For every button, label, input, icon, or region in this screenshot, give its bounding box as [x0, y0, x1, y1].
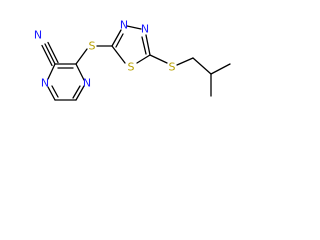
c5-s-isobutyl-bond: [149, 54, 168, 64]
s-isobutyl-ch2-bond: [176, 57, 194, 66]
nitrile-bond-3: [41, 44, 53, 67]
pyrazine-bond-n4-c5-inner: [72, 85, 81, 99]
thiadiazole-c2-n3: [111, 29, 122, 47]
pyrazine-bond-n1-c2: [47, 63, 56, 80]
bonds: [41, 25, 231, 101]
pyrazine-bond-n4-c5: [75, 85, 85, 101]
pyrazine-bond-c3-n4: [75, 63, 85, 81]
atom-labels: N N N S N N S S: [34, 19, 176, 90]
thiadiazole-nitrogen-1-label: N: [120, 19, 128, 32]
isobutyl-sulfur-label: S: [169, 61, 176, 74]
ch2-ch-bond: [192, 57, 212, 75]
molecule-structure: N N N S N N S S: [34, 19, 231, 101]
thiadiazole-sulfur-label: S: [128, 61, 135, 74]
thiadiazole-c2-n3-inner: [115, 33, 124, 48]
linker-sulfur-label: S: [89, 40, 96, 53]
thiadiazole-s1-c2: [111, 45, 126, 64]
nitrile-nitrogen-label: N: [34, 29, 42, 42]
thiadiazole-n4-c5: [145, 34, 151, 56]
thiadiazole-nitrogen-2-label: N: [141, 23, 149, 36]
thiadiazole-n4-c5-inner: [141, 36, 147, 55]
ch-ch3-upper-bond: [210, 63, 231, 75]
nitrile-bond-2: [47, 41, 59, 64]
thiadiazole-c5-s1: [136, 54, 151, 64]
pyrazine-bond-c6-n1: [47, 86, 56, 101]
pyrazine-bond-c6-n1-inner: [51, 85, 59, 98]
pyrazine-nitrogen-top-label: N: [83, 77, 91, 90]
pyrazine-nitrogen-bottom-label: N: [41, 77, 49, 90]
thiadiazole-n3-n4: [126, 25, 142, 30]
nitrile-bond-1: [44, 43, 56, 65]
c3-s-linker-bond: [75, 48, 88, 65]
